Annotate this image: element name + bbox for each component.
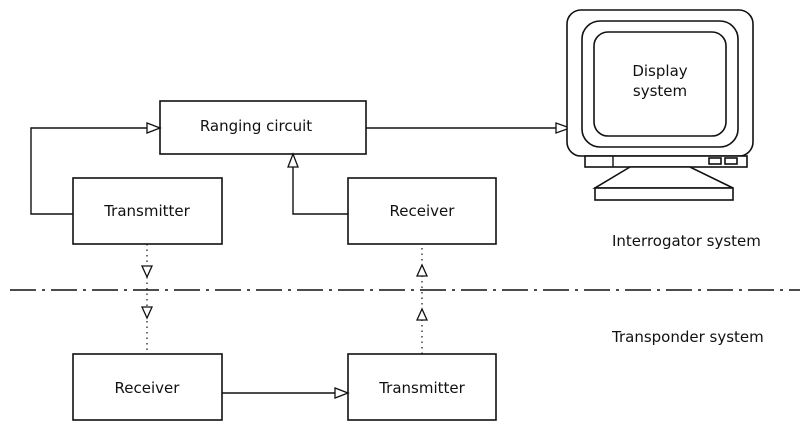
- interrogator-receiver-block: Receiver: [347, 177, 497, 245]
- uplink-signal-path: [415, 244, 429, 354]
- up-arrow-icon: [415, 263, 429, 277]
- receiver-to-ranging-connector: [287, 152, 348, 215]
- arrowhead-icon: [146, 122, 162, 134]
- interrogator-receiver-label: Receiver: [390, 202, 456, 220]
- transponder-receiver-block: Receiver: [72, 353, 223, 421]
- transponder-transmitter-label: Transmitter: [378, 379, 465, 397]
- transponder-system-label: Transponder system: [611, 328, 764, 346]
- downlink-signal-path: [140, 244, 154, 354]
- up-arrow-icon: [415, 307, 429, 321]
- ranging-circuit-label: Ranging circuit: [200, 117, 312, 135]
- ranging-circuit-block: Ranging circuit: [159, 100, 367, 155]
- display-monitor-icon: Display system: [566, 9, 754, 201]
- transponder-receiver-to-transmitter-connector: [222, 387, 350, 399]
- transponder-transmitter-block: Transmitter: [347, 353, 497, 421]
- display-label-line-2: system: [633, 82, 687, 100]
- interrogator-system-label: Interrogator system: [612, 232, 761, 250]
- arrowhead-icon: [555, 122, 572, 134]
- arrowhead-icon: [334, 387, 350, 399]
- button-icon: [708, 157, 722, 165]
- transponder-receiver-label: Receiver: [115, 379, 181, 397]
- transmitter-to-ranging-connector: [30, 122, 162, 215]
- display-label-line-1: Display: [632, 62, 687, 80]
- interrogator-transmitter-label: Transmitter: [103, 202, 190, 220]
- button-icon: [724, 157, 738, 165]
- ranging-to-display-connector: [366, 122, 572, 134]
- arrowhead-icon: [287, 152, 299, 168]
- down-arrow-icon: [140, 265, 154, 279]
- interrogator-transmitter-block: Transmitter: [72, 177, 223, 245]
- down-arrow-icon: [140, 306, 154, 320]
